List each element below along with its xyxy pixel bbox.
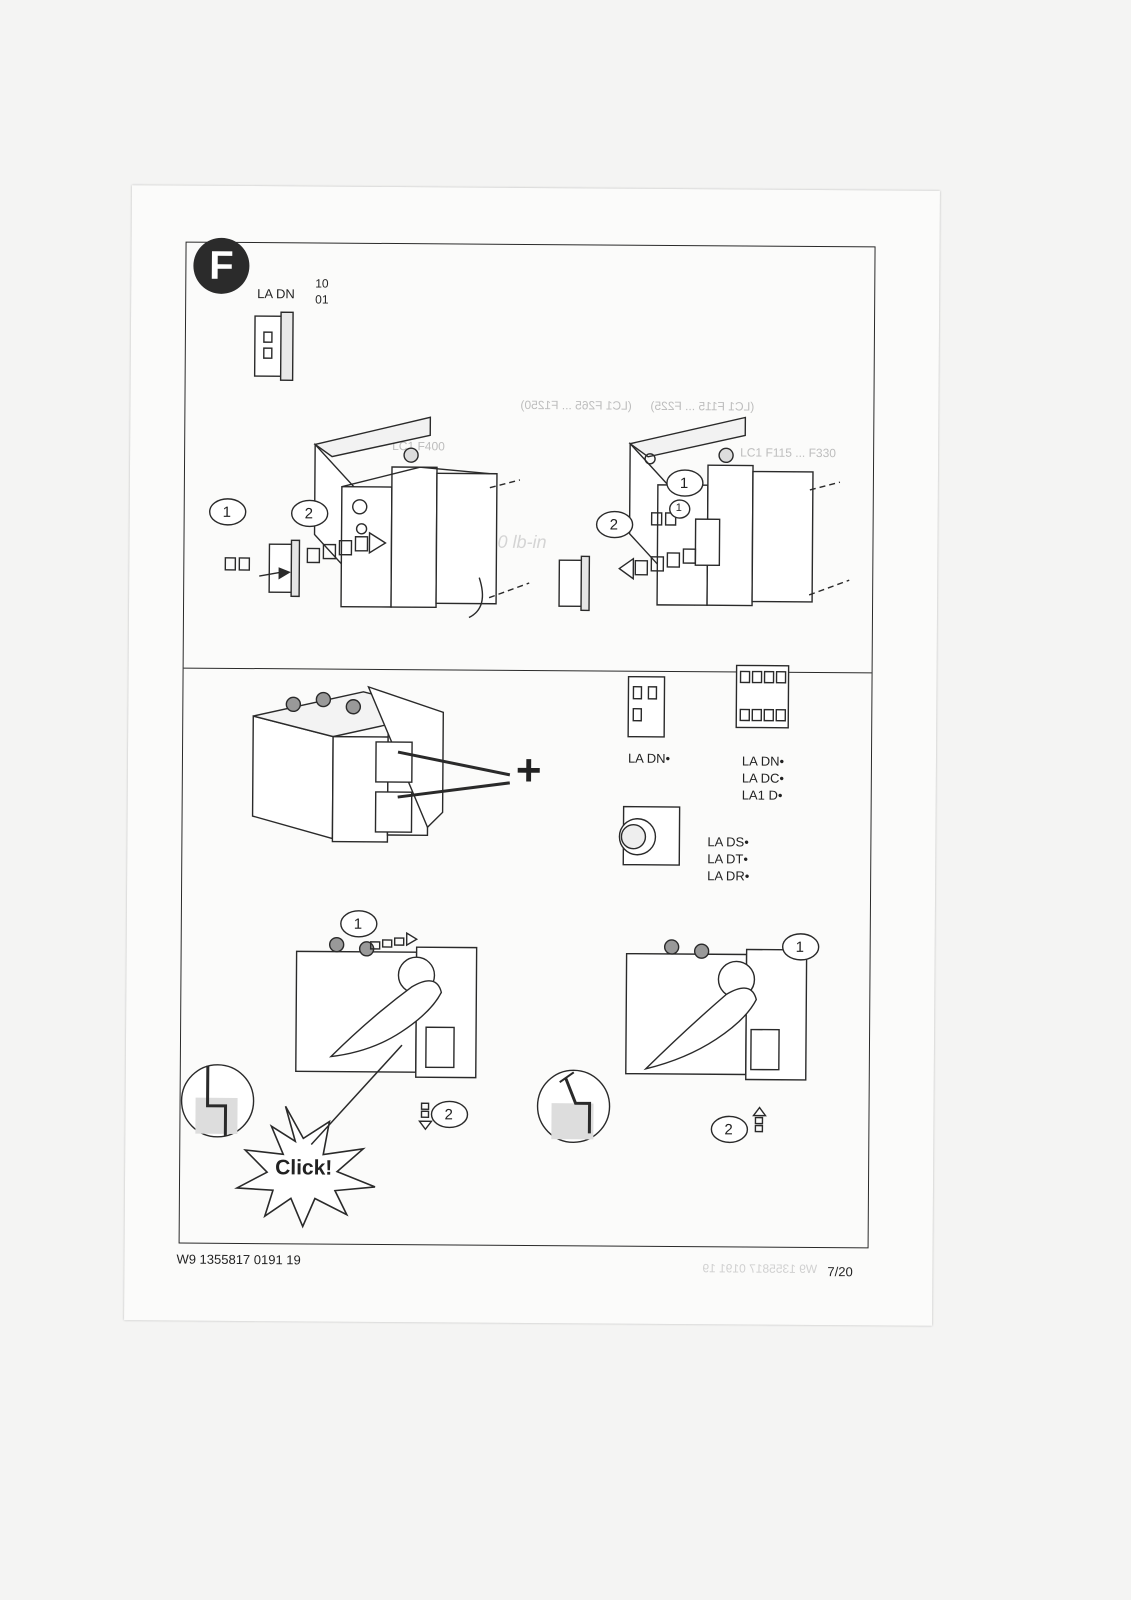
accessory-label: LA DT• <box>707 851 749 867</box>
remove-arrow-illustration <box>558 512 697 612</box>
contactor-illustration <box>251 685 511 843</box>
plus-sign: + <box>515 745 542 796</box>
detail-magnifier <box>180 1064 611 1143</box>
accessory-label: LA1 D• <box>741 787 783 803</box>
step-circles-top <box>208 469 704 539</box>
accessory-icons <box>618 664 790 866</box>
manual-page: (LC1 F115 ... F225) (LC1 F265 ... F1250)… <box>124 185 940 1326</box>
accessory-label: LA DC• <box>741 770 785 786</box>
step-number: 1 <box>353 915 363 933</box>
accessory-label: LA DN• <box>741 753 785 769</box>
contactor-illustration <box>625 939 808 1081</box>
bleed-through-footer: W9 1355817 0191 19 <box>702 1261 818 1277</box>
step-number: 1 <box>795 938 805 956</box>
auxiliary-block-illustration <box>253 311 294 382</box>
click-label: Click! <box>275 1156 333 1180</box>
step-number: 2 <box>609 516 619 534</box>
document-code: W9 1355817 0191 19 <box>176 1251 301 1268</box>
contactor-illustration <box>313 416 530 619</box>
insert-arrow-illustration <box>224 531 387 598</box>
accessory-label: LA DR• <box>707 868 750 884</box>
step-number: 1 <box>679 475 689 493</box>
click-starburst <box>234 1044 403 1229</box>
step-number: 1 <box>222 503 232 521</box>
step-circles-bottom <box>340 910 820 1144</box>
step-number: 2 <box>304 505 314 523</box>
step-number: 2 <box>444 1106 453 1124</box>
accessory-label: LA DS• <box>707 834 749 850</box>
slot-arrow-markers <box>369 931 767 1133</box>
contactor-illustration <box>628 416 850 607</box>
assembly-illustrations <box>180 311 850 1229</box>
accessory-label: LA DN• <box>627 750 671 766</box>
step-number: 2 <box>724 1121 733 1139</box>
page-number: 7/20 <box>827 1264 853 1280</box>
step-number: 1 <box>675 501 682 515</box>
contactor-illustration <box>295 936 478 1079</box>
